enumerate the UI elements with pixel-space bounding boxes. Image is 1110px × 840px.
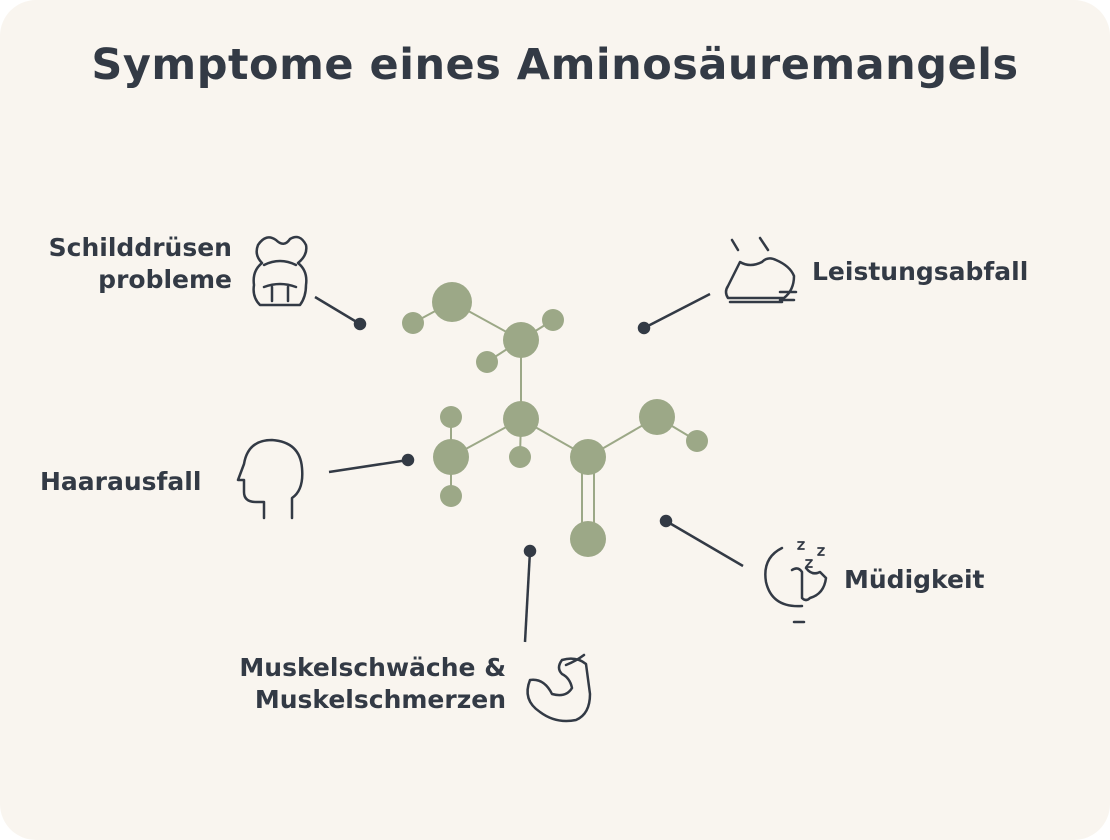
leader-line-fatigue bbox=[665, 519, 744, 568]
leader-line-performance bbox=[643, 292, 711, 330]
flexed-arm-icon bbox=[526, 653, 592, 723]
atom bbox=[639, 399, 675, 435]
atom bbox=[402, 312, 424, 334]
label-line: Schilddrüsen bbox=[48, 233, 232, 262]
leader-line-hair bbox=[328, 458, 409, 474]
symptom-performance-label: Leistungsabfall bbox=[812, 257, 1029, 286]
leader-lines bbox=[314, 292, 744, 643]
leader-line-muscle bbox=[523, 550, 532, 643]
thyroid-icon bbox=[252, 235, 308, 307]
label-line: Muskelschwäche & bbox=[239, 653, 506, 682]
symptom-fatigue-label: Müdigkeit bbox=[844, 565, 985, 594]
leader-dot bbox=[353, 317, 367, 331]
leader-dot bbox=[637, 321, 651, 335]
head-profile-icon bbox=[236, 438, 304, 520]
label-line: probleme bbox=[98, 265, 232, 294]
atom bbox=[542, 309, 564, 331]
atom bbox=[432, 282, 472, 322]
atom bbox=[686, 430, 708, 452]
atom bbox=[570, 521, 606, 557]
sleeping-moon-icon bbox=[764, 541, 828, 624]
label-line: Muskelschmerzen bbox=[254, 685, 506, 714]
atom bbox=[440, 485, 462, 507]
page-title: Symptome eines Aminosäuremangels bbox=[91, 40, 1019, 90]
leader-dot bbox=[523, 544, 537, 558]
atom bbox=[503, 401, 539, 437]
atom bbox=[433, 439, 469, 475]
molecule-atoms bbox=[402, 282, 708, 557]
atom bbox=[509, 446, 531, 468]
symptom-muscle-label: Muskelschwäche & Muskelschmerzen bbox=[218, 652, 506, 716]
leader-line-thyroid bbox=[314, 295, 361, 326]
atom bbox=[440, 406, 462, 428]
atom bbox=[570, 439, 606, 475]
leader-dot bbox=[659, 514, 673, 528]
symptom-hair-label: Haarausfall bbox=[40, 467, 202, 496]
symptom-thyroid-label: Schilddrüsen probleme bbox=[36, 232, 232, 296]
running-shoe-icon bbox=[724, 236, 798, 304]
leader-dot bbox=[401, 453, 415, 467]
atom bbox=[476, 351, 498, 373]
atom bbox=[503, 322, 539, 358]
